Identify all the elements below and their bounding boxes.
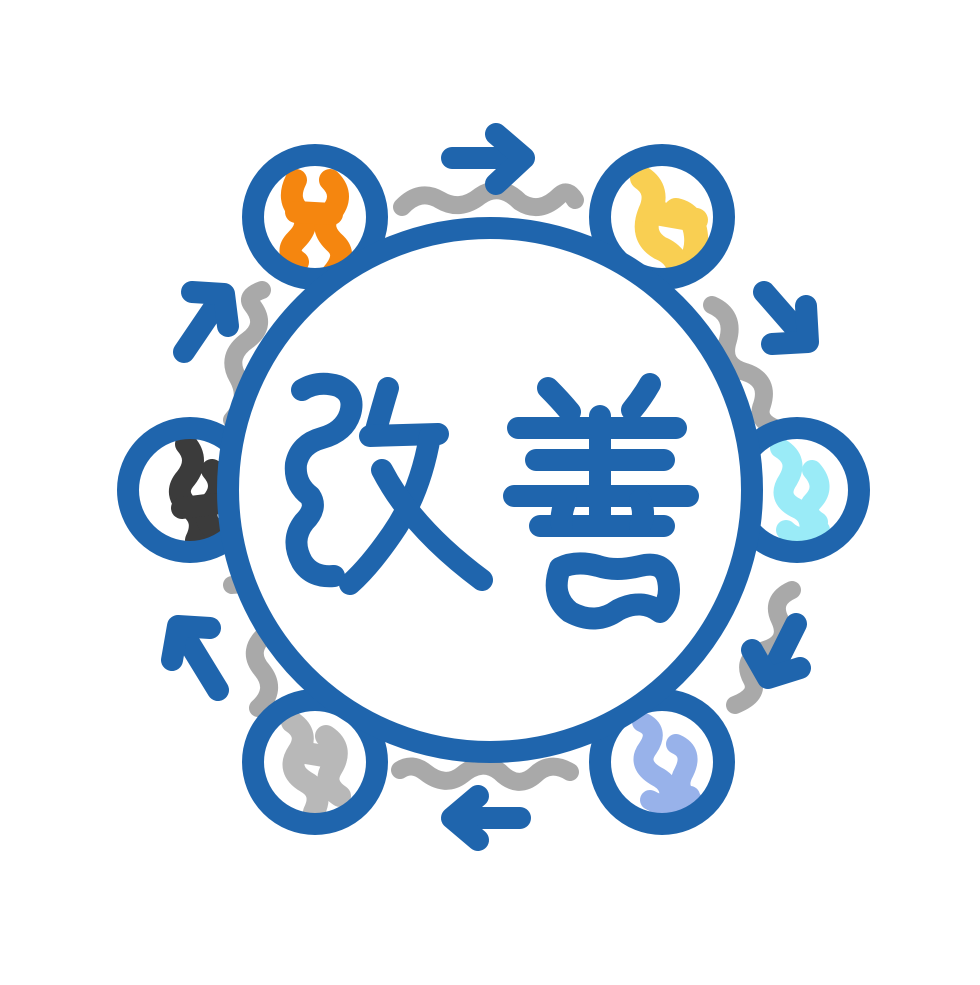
cycle-arrows xyxy=(161,123,819,851)
satellite-gray xyxy=(242,689,388,835)
arrow-top-right-icon xyxy=(753,281,819,355)
connector-bottom-right xyxy=(726,581,801,714)
arrow-top-left-icon xyxy=(173,281,239,363)
connector-top-right xyxy=(703,296,784,437)
arrow-bottom-right-icon xyxy=(741,613,811,689)
arrow-bottom-left-icon xyxy=(161,615,229,701)
kanji-strokes xyxy=(284,372,699,630)
arrow-bottom-icon xyxy=(441,785,531,851)
connector-top xyxy=(393,181,584,217)
arrow-top-icon xyxy=(441,123,535,195)
connector-bottom xyxy=(391,756,579,791)
satellite-orange xyxy=(242,144,388,290)
